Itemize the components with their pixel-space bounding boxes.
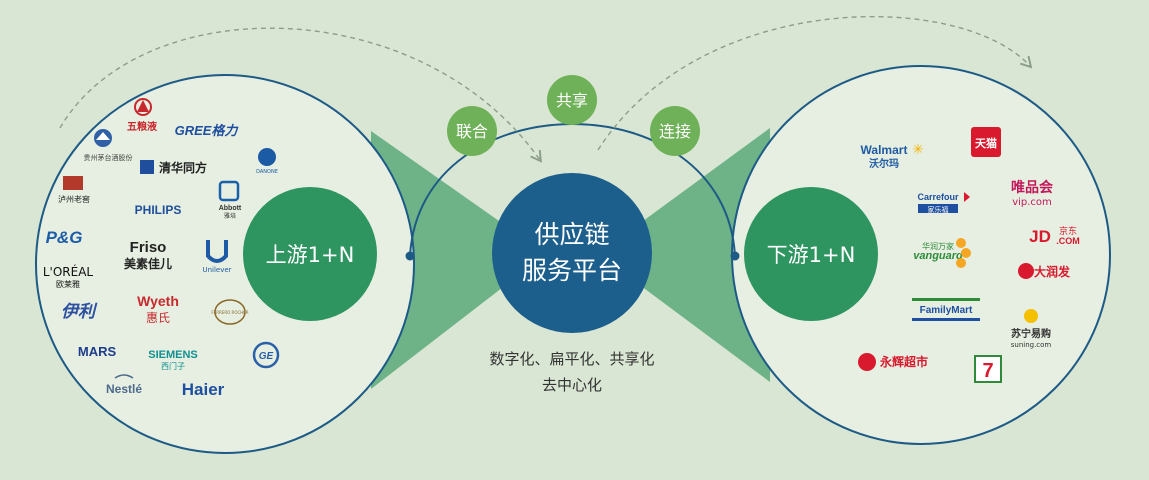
logo-ge: GE xyxy=(252,341,280,369)
svg-text:泸州老窖: 泸州老窖 xyxy=(58,194,90,204)
logo-seven-eleven: 7 xyxy=(974,355,1002,383)
logo-tmall: 天猫 xyxy=(971,127,1001,157)
walmart-spark-icon: ✳ xyxy=(912,142,924,158)
downstream-circle xyxy=(744,187,878,321)
logo-mars: MARS xyxy=(78,344,117,359)
caption-line1: 数字化、扁平化、共享化 xyxy=(489,350,654,368)
logo-walmart: Walmart 沃尔玛 ✳ xyxy=(861,142,924,170)
svg-text:GREE格力: GREE格力 xyxy=(175,123,240,138)
platform-label-line1: 供应链 xyxy=(534,220,609,249)
svg-text:Abbott: Abbott xyxy=(219,205,242,212)
logo-carrefour: Carrefour 家乐福 xyxy=(917,192,970,214)
logo-haier: Haier xyxy=(182,380,225,399)
svg-text:Wyeth: Wyeth xyxy=(137,293,179,309)
logo-danone: DANONE xyxy=(256,148,278,175)
svg-text:Friso: Friso xyxy=(130,239,167,256)
left-funnel xyxy=(371,131,546,389)
right-funnel xyxy=(598,128,770,382)
svg-text:美素佳儿: 美素佳儿 xyxy=(124,256,172,271)
svg-text:京东: 京东 xyxy=(1059,225,1077,237)
svg-text:P&G: P&G xyxy=(46,228,83,247)
logo-familymart: FamilyMart xyxy=(912,298,980,321)
logo-unilever: Unilever xyxy=(202,240,232,274)
bubble-share xyxy=(547,75,597,125)
svg-text:SIEMENS: SIEMENS xyxy=(148,349,198,361)
logo-philips: PHILIPS xyxy=(135,203,182,217)
svg-text:vanguard: vanguard xyxy=(913,250,963,262)
logo-luzhou-laojiao: 泸州老窖 xyxy=(58,176,90,204)
logo-maotai: 贵州茅台酒股份 xyxy=(84,129,133,162)
bubble-union xyxy=(447,106,497,156)
svg-text:永辉超市: 永辉超市 xyxy=(879,354,928,369)
logo-abbott: Abbott 雅培 xyxy=(219,180,242,220)
logo-ferrero-rocher: FERRERO ROCHER xyxy=(211,299,249,325)
svg-text:Haier: Haier xyxy=(182,380,225,399)
logo-vanguard: 华润万家 vanguard xyxy=(913,238,971,268)
bubble-connect xyxy=(650,106,700,156)
downstream-label: 下游1+N xyxy=(767,243,856,267)
svg-text:清华同方: 清华同方 xyxy=(159,160,207,175)
logo-suning: 苏宁易购 suning.com xyxy=(1011,309,1052,349)
svg-text:贵州茅台酒股份: 贵州茅台酒股份 xyxy=(84,153,133,162)
logo-gree: GREE格力 xyxy=(175,123,240,138)
svg-text:家乐福: 家乐福 xyxy=(928,205,949,214)
svg-text:Nestlé: Nestlé xyxy=(106,382,142,396)
svg-text:五粮液: 五粮液 xyxy=(127,120,157,133)
svg-text:华润万家: 华润万家 xyxy=(922,241,954,251)
svg-text:JD: JD xyxy=(1029,227,1051,246)
right-connector-dot xyxy=(730,251,740,261)
dashed-arrow-right xyxy=(597,15,1030,151)
logo-friso: Friso 美素佳儿 xyxy=(124,239,172,271)
svg-text:苏宁易购: 苏宁易购 xyxy=(1011,327,1051,340)
svg-text:西门子: 西门子 xyxy=(161,361,185,371)
platform-label-line2: 服务平台 xyxy=(522,256,622,285)
upstream-ring xyxy=(35,74,415,454)
logo-yonghui: 永辉超市 xyxy=(858,353,928,371)
svg-text:Unilever: Unilever xyxy=(202,266,231,274)
logo-wyeth: Wyeth 惠氏 xyxy=(137,293,179,325)
platform-circle xyxy=(492,173,652,333)
left-connector-dot xyxy=(405,251,415,261)
upstream-circle xyxy=(243,187,377,321)
svg-text:欧莱雅: 欧莱雅 xyxy=(56,279,80,289)
logo-vip: 唯品会 vip.com xyxy=(1011,179,1054,208)
svg-text:FamilyMart: FamilyMart xyxy=(920,305,973,316)
svg-text:唯品会: 唯品会 xyxy=(1011,179,1054,196)
svg-text:7: 7 xyxy=(982,360,993,382)
svg-text:DANONE: DANONE xyxy=(256,169,278,175)
upstream-label: 上游1+N xyxy=(266,243,355,267)
svg-text:.COM: .COM xyxy=(1056,236,1080,246)
svg-text:雅培: 雅培 xyxy=(224,212,236,220)
svg-text:FERRERO ROCHER: FERRERO ROCHER xyxy=(211,310,248,315)
svg-text:Carrefour: Carrefour xyxy=(917,192,959,202)
svg-text:L'ORÉAL: L'ORÉAL xyxy=(43,264,94,279)
logo-loreal: L'ORÉAL 欧莱雅 xyxy=(43,264,94,289)
svg-text:Walmart: Walmart xyxy=(861,143,908,157)
bubble-share-label: 共享 xyxy=(556,91,588,110)
logo-jd: JD 京东 .COM xyxy=(1029,225,1080,246)
logo-wuliangye: 五粮液 xyxy=(127,98,157,133)
svg-text:MARS: MARS xyxy=(78,344,117,359)
logo-siemens: SIEMENS 西门子 xyxy=(148,349,198,371)
bubble-union-label: 联合 xyxy=(456,122,488,141)
svg-text:GE: GE xyxy=(259,351,274,362)
logo-yili: 伊利 xyxy=(61,302,98,322)
svg-text:惠氏: 惠氏 xyxy=(146,311,170,325)
svg-text:伊利: 伊利 xyxy=(61,302,98,322)
logo-tsinghua-tongfang: 清华同方 xyxy=(140,160,207,175)
svg-text:沃尔玛: 沃尔玛 xyxy=(869,157,899,170)
svg-text:suning.com: suning.com xyxy=(1011,341,1052,349)
svg-text:天猫: 天猫 xyxy=(975,136,997,150)
svg-text:PHILIPS: PHILIPS xyxy=(135,203,182,217)
dashed-arrow-left xyxy=(59,27,540,160)
caption-line2: 去中心化 xyxy=(542,376,602,394)
logo-nestle: Nestlé xyxy=(106,374,142,396)
logo-pg: P&G xyxy=(46,228,83,247)
logo-rt-mart: 大润发 xyxy=(1018,263,1071,279)
svg-text:大润发: 大润发 xyxy=(1034,264,1071,279)
svg-text:vip.com: vip.com xyxy=(1012,197,1052,208)
bubble-connect-label: 连接 xyxy=(659,122,691,141)
